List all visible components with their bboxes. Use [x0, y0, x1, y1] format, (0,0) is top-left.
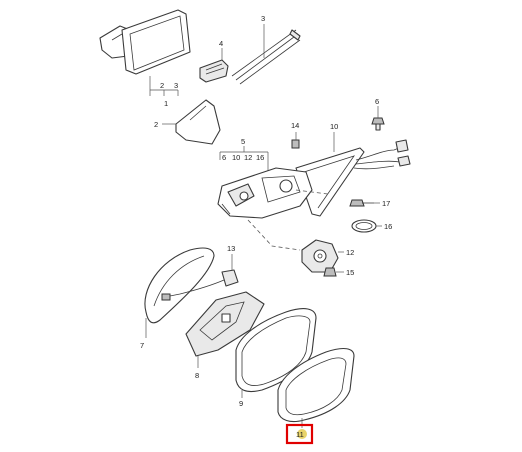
highlight-box-11[interactable]: [285, 423, 314, 445]
callout-2: 2: [154, 120, 158, 129]
motor-unit-4[interactable]: [199, 59, 229, 83]
callout-13: 13: [227, 244, 235, 253]
cable-set-3[interactable]: [231, 29, 301, 85]
clip-14[interactable]: [291, 139, 300, 149]
cover-cap-2[interactable]: [175, 99, 221, 145]
screw-15[interactable]: [323, 267, 337, 277]
indicator-lamp-13[interactable]: [161, 269, 239, 301]
mirror-assembly-complete[interactable]: [99, 9, 191, 75]
dashed-guide-upper: [295, 189, 329, 195]
housing-triangle-10[interactable]: [295, 147, 365, 217]
callout-16: 16: [384, 222, 392, 231]
callout-17: 17: [382, 199, 390, 208]
callout-12-sub: 12: [244, 153, 252, 162]
callout-9: 9: [239, 399, 243, 408]
callout-10: 10: [330, 122, 338, 131]
drive-unit-12[interactable]: [301, 239, 339, 273]
leader-5: [219, 146, 269, 176]
seal-ring-16[interactable]: [351, 219, 377, 233]
mirror-base-bracket[interactable]: [217, 167, 313, 219]
callout-2-top: 2: [160, 81, 164, 90]
callout-3: 3: [261, 14, 265, 23]
dashed-guide-lower: [247, 219, 301, 251]
wiring-harness[interactable]: [353, 139, 411, 170]
callout-1: 1: [164, 99, 168, 108]
callout-4: 4: [219, 39, 223, 48]
callout-6-sub: 6: [222, 153, 226, 162]
callout-16-sub: 16: [256, 153, 264, 162]
screw-6[interactable]: [371, 117, 385, 131]
callout-5: 5: [241, 137, 245, 146]
callout-15: 15: [346, 268, 354, 277]
mirror-shell-7[interactable]: [144, 247, 215, 324]
callout-7: 7: [140, 341, 144, 350]
callout-10-sub: 10: [232, 153, 240, 162]
callout-3-top: 3: [174, 81, 178, 90]
leader-1: [149, 76, 179, 96]
callout-14: 14: [291, 121, 299, 130]
screw-17[interactable]: [349, 199, 374, 207]
highlight-marker: [297, 429, 307, 439]
callout-6: 6: [375, 97, 379, 106]
support-bracket-8[interactable]: [185, 291, 265, 357]
callout-12: 12: [346, 248, 354, 257]
mirror-glass-11[interactable]: [277, 347, 355, 423]
callout-8: 8: [195, 371, 199, 380]
callout-11: 11: [296, 430, 304, 439]
